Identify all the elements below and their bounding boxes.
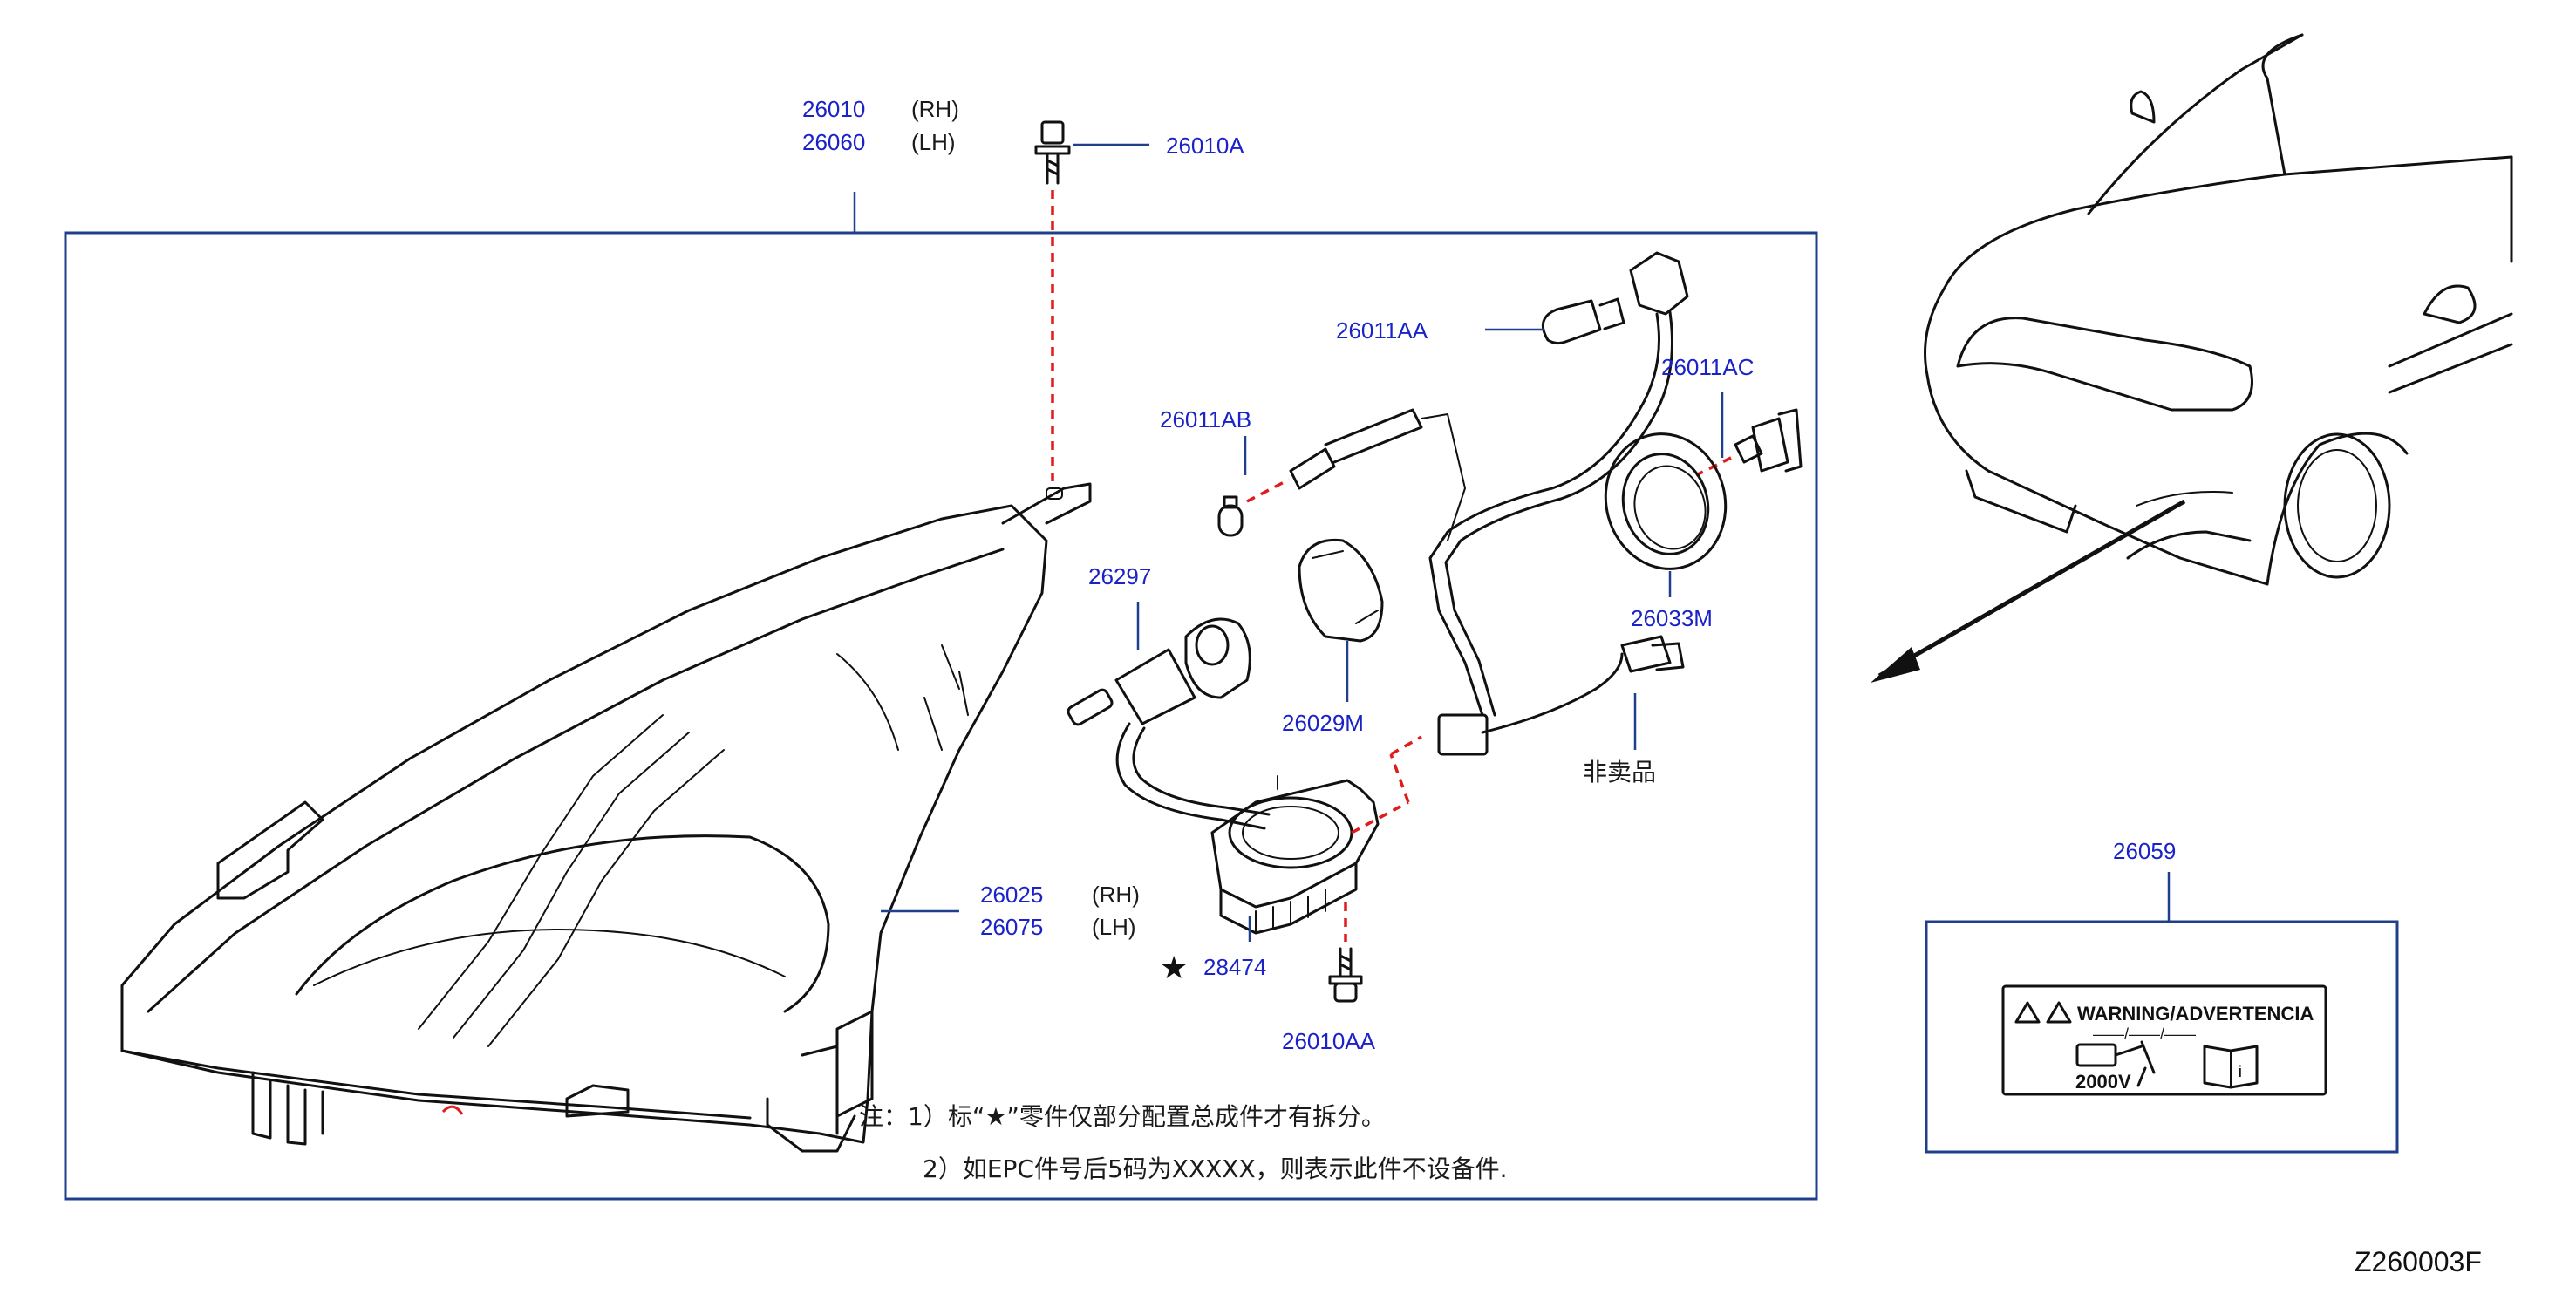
note-line-2: 2）如EPC件号后5码为XXXXX，则表示此件不设备件.: [923, 1154, 1508, 1183]
warning-label-illustration: WARNING/ADVERTENCIA ——/——/—— 2000V i: [2001, 984, 2327, 1096]
cap-26029M-icon: [1298, 538, 1384, 643]
wiring-harness-icon: [1428, 251, 1689, 756]
part-number-26011AB[interactable]: 26011AB: [1160, 406, 1251, 432]
part-number-26033M[interactable]: 26033M: [1631, 605, 1713, 631]
side-label-lh: (LH): [911, 129, 956, 155]
part-number-26025[interactable]: 26025: [980, 882, 1043, 908]
part-number-26011AC[interactable]: 26011AC: [1661, 354, 1755, 380]
side-marker-socket-icon: [1289, 408, 1466, 541]
note-line-1: 注：1）标“★”零件仅部分配置总成件才有拆分。: [859, 1102, 1386, 1131]
side-label-housing-rh: (RH): [1092, 882, 1140, 908]
part-number-26029M[interactable]: 26029M: [1282, 710, 1364, 736]
direction-arrow: [1877, 499, 2186, 678]
bulb-26011AA-icon: [1541, 297, 1625, 345]
cap-26033M-icon: [1604, 432, 1728, 570]
part-number-26011AA[interactable]: 26011AA: [1336, 317, 1428, 344]
hid-bulb-26297-icon: [1067, 617, 1271, 830]
diagram-code: Z260003F: [2355, 1246, 2482, 1277]
part-number-26010A[interactable]: 26010A: [1166, 133, 1244, 159]
warning-label-title: WARNING/ADVERTENCIA: [2077, 1003, 2314, 1025]
main-assembly-frame: [64, 231, 1818, 1201]
ballast-28474-icon: [1210, 775, 1380, 935]
screw-26010AA-icon: [1328, 947, 1363, 1003]
side-label-rh: (RH): [911, 96, 959, 122]
part-number-26060[interactable]: 26060: [802, 129, 865, 155]
side-label-housing-lh: (LH): [1092, 914, 1136, 940]
part-number-26297[interactable]: 26297: [1088, 563, 1151, 589]
vehicle-locator-illustration: [1924, 33, 2513, 586]
part-number-26010AA[interactable]: 26010AA: [1282, 1028, 1376, 1054]
warning-label-subline: ——/——/——: [2093, 1025, 2196, 1043]
bulb-26011AB-icon: [1217, 495, 1244, 537]
headlamp-housing-illustration: [120, 482, 1092, 1153]
not-for-sale-label: 非卖品: [1583, 758, 1656, 787]
part-number-26010[interactable]: 26010: [802, 96, 865, 122]
part-number-28474[interactable]: 28474: [1203, 954, 1266, 980]
label-part-frame: [1925, 920, 2399, 1154]
svg-text:i: i: [2238, 1063, 2242, 1080]
star-marker: ★: [1160, 950, 1188, 985]
warning-label-voltage: 2000V: [2075, 1071, 2131, 1093]
part-number-26075[interactable]: 26075: [980, 914, 1043, 940]
bulb-26011AC-icon: [1734, 408, 1803, 473]
part-number-26059[interactable]: 26059: [2113, 838, 2176, 864]
screw-26010A-icon: [1034, 120, 1071, 185]
